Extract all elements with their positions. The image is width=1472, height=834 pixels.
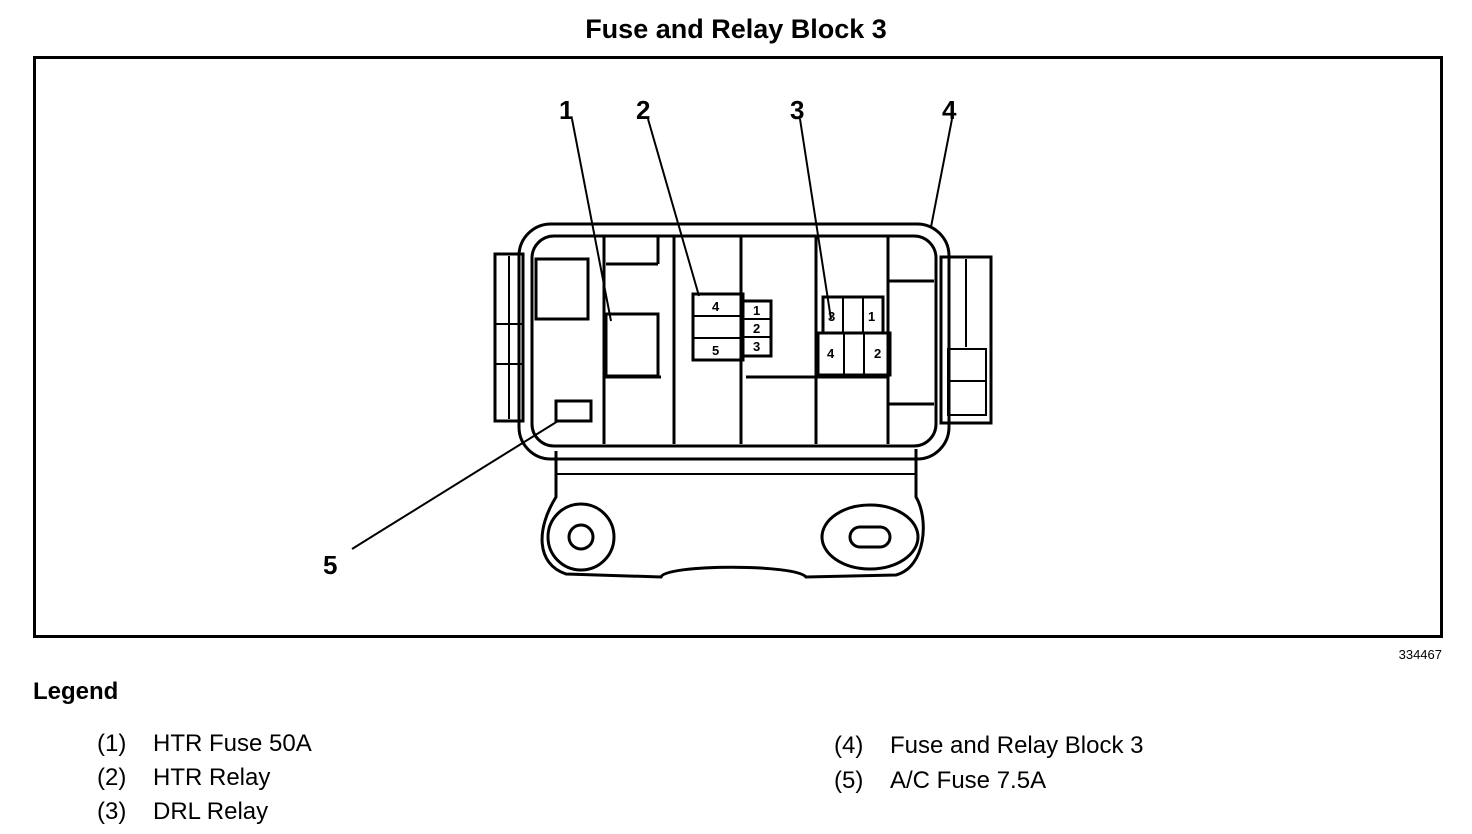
leader-line-4	[930, 118, 953, 228]
right-connector	[939, 255, 993, 425]
left-connector	[493, 252, 525, 423]
leader-line-2	[647, 118, 700, 297]
slot-label: 4	[827, 346, 835, 361]
mounting-hole-right	[820, 503, 920, 571]
legend-item: (5) A/C Fuse 7.5A	[834, 767, 1046, 795]
slot-label: 5	[712, 343, 719, 358]
figure-id: 334467	[1398, 647, 1442, 662]
legend-label: Fuse and Relay Block 3	[890, 732, 1144, 759]
fuse-block-housing	[517, 222, 951, 461]
legend-item: (1) HTR Fuse 50A	[97, 730, 312, 758]
legend-number: (1)	[97, 730, 127, 757]
callout-2: 2	[636, 95, 650, 125]
callout-1: 1	[559, 95, 573, 125]
slot-label: 2	[753, 321, 760, 336]
leader-line-5	[351, 420, 559, 550]
slot-label: 2	[874, 346, 881, 361]
slot-label: 3	[828, 309, 835, 324]
legend-item: (2) HTR Relay	[97, 764, 270, 792]
legend-title: Legend	[33, 678, 119, 705]
slot-label: 1	[753, 303, 760, 318]
callout-5: 5	[323, 550, 337, 580]
legend-item: (4) Fuse and Relay Block 3	[834, 732, 1143, 760]
diagram-title: Fuse and Relay Block 3	[585, 14, 887, 44]
legend-number: (3)	[97, 798, 127, 825]
legend-number: (4)	[834, 732, 864, 759]
callout-3: 3	[790, 95, 804, 125]
ac-fuse	[554, 399, 593, 423]
legend-number: (5)	[834, 767, 864, 794]
mounting-hole-left	[546, 502, 616, 572]
slot-label: 1	[868, 309, 875, 324]
diagram-frame: 1 2 3 4 5 4 5 1 2 3 3 1 4 2	[33, 56, 1443, 638]
legend-label: DRL Relay	[153, 798, 269, 825]
legend-label: A/C Fuse 7.5A	[890, 767, 1047, 794]
slot-label: 3	[753, 339, 760, 354]
leader-line-3	[799, 118, 832, 320]
legend-label: HTR Relay	[153, 764, 271, 791]
mounting-bracket	[540, 449, 925, 579]
legend-number: (2)	[97, 764, 127, 791]
callout-4: 4	[942, 95, 957, 125]
fuse-block-illustration: 1 2 3 4 5 4 5 1 2 3 3 1 4 2	[323, 95, 993, 580]
legend-label: HTR Fuse 50A	[153, 730, 312, 757]
slot-label: 4	[712, 299, 720, 314]
leader-line-1	[571, 118, 612, 322]
legend-item: (3) DRL Relay	[97, 798, 268, 826]
